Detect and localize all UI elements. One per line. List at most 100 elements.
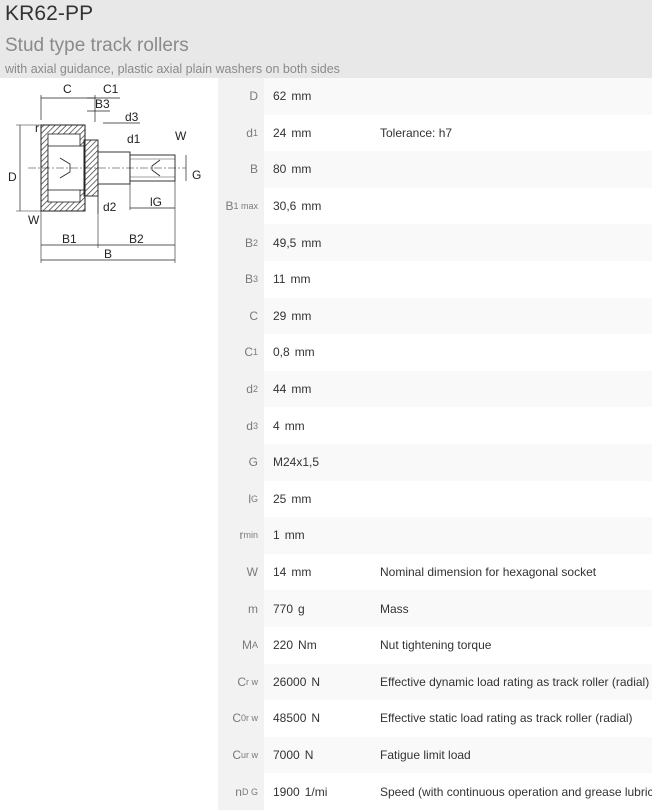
spec-symbol-main: B	[249, 162, 258, 177]
spec-number: 29	[273, 308, 287, 323]
spec-symbol-sub: 1	[252, 347, 258, 358]
spec-symbol-main: C	[232, 747, 241, 762]
spec-unit: Nm	[298, 638, 317, 653]
spec-unit: mm	[291, 491, 312, 506]
spec-unit: mm	[284, 418, 305, 433]
spec-symbol-sub: r w	[246, 676, 258, 687]
spec-value: 7000 N Fatigue limit load	[264, 736, 652, 774]
spec-number: 25	[273, 491, 287, 506]
spec-symbol-main: C	[249, 308, 258, 323]
spec-note: Speed (with continuous operation and gre…	[380, 784, 652, 799]
spec-symbol-main: B	[244, 272, 253, 287]
spec-symbol-main: M	[241, 638, 252, 653]
product-description: with axial guidance, plastic axial plain…	[5, 62, 340, 76]
spec-unit: mm	[294, 345, 315, 360]
spec-unit: mm	[291, 382, 312, 397]
spec-unit: N	[311, 674, 321, 689]
spec-symbol-main: l	[248, 491, 251, 506]
spec-symbol: m	[218, 590, 264, 627]
spec-number: 80	[273, 162, 287, 177]
spec-note: Effective dynamic load rating as track r…	[380, 674, 650, 689]
spec-unit: mm	[291, 125, 312, 140]
dim-label-lG: lG	[150, 195, 162, 209]
spec-number: 11	[273, 272, 286, 287]
spec-number: 26000	[273, 674, 307, 689]
spec-symbol: G	[218, 443, 264, 481]
spec-number: 48500	[273, 711, 307, 726]
spec-number: 62	[273, 89, 287, 104]
spec-value: 30,6 mm	[264, 188, 652, 225]
spec-number: 1	[273, 528, 280, 543]
spec-number: 7000	[273, 747, 300, 762]
spec-value: 1 mm	[264, 517, 652, 554]
spec-number: 0,8	[273, 345, 290, 360]
spec-number: M24x1,5	[273, 455, 320, 470]
dim-label-W-top: W	[175, 129, 187, 143]
spec-note: Fatigue limit load	[380, 747, 471, 762]
product-subtitle: Stud type track rollers	[5, 35, 189, 56]
spec-symbol-main: B	[225, 199, 234, 214]
dim-label-C1: C1	[103, 82, 119, 96]
spec-symbol-sub: 1 max	[233, 201, 258, 212]
spec-number: 30,6	[273, 199, 297, 214]
spec-unit: mm	[301, 235, 322, 250]
spec-note: Nut tightening torque	[380, 638, 492, 653]
spec-symbol-main: C	[237, 674, 246, 689]
spec-symbol: D	[218, 78, 264, 115]
spec-row: G M24x1,5	[218, 443, 652, 481]
spec-symbol-main: B	[244, 235, 253, 250]
spec-symbol-main: C	[244, 345, 253, 360]
spec-unit: mm	[290, 272, 311, 287]
spec-unit: N	[304, 747, 314, 762]
spec-note: Mass	[380, 601, 409, 616]
spec-unit: g	[298, 601, 305, 616]
spec-symbol-sub: G	[250, 493, 258, 504]
spec-number: 1900	[273, 784, 300, 799]
spec-symbol-sub: 1	[252, 127, 258, 138]
spec-symbol: B	[218, 151, 264, 188]
dim-label-B: B	[104, 247, 112, 261]
spec-symbol-sub: 2	[252, 384, 258, 395]
spec-symbol-main: C	[232, 711, 241, 726]
track-roller-diagram: C C1 B3 d3 d1 r W D G d2 lG W B1 B2 B	[8, 82, 201, 263]
dim-label-B2: B2	[129, 232, 144, 246]
spec-unit: mm	[284, 528, 305, 543]
spec-number: 24	[273, 125, 287, 140]
page-header: KR62-PP Stud type track rollers with axi…	[0, 0, 652, 78]
spec-symbol-sub: 3	[252, 274, 258, 285]
spec-symbol-sub: A	[251, 640, 258, 651]
spec-unit: N	[311, 711, 321, 726]
dim-label-B1: B1	[62, 232, 77, 246]
spec-unit: mm	[301, 199, 322, 214]
